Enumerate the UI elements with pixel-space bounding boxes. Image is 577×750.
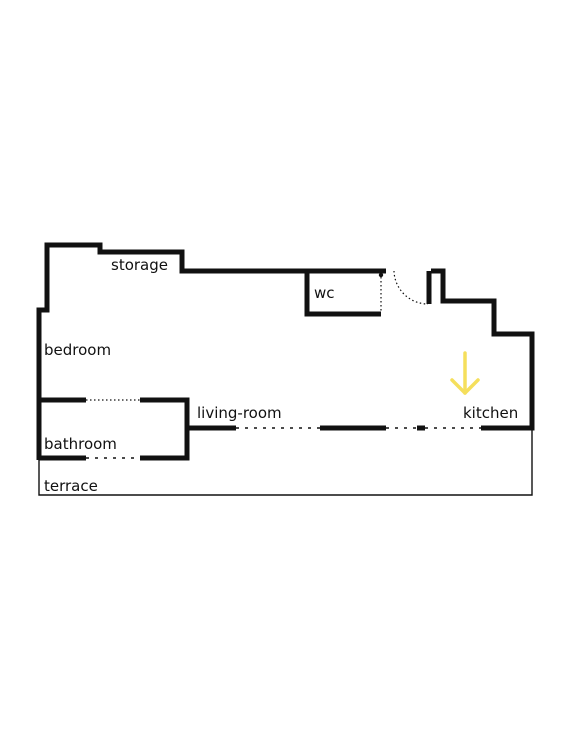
wc-wall	[304, 271, 381, 317]
room-label-kitchen: kitchen	[463, 404, 518, 422]
room-label-terrace: terrace	[44, 477, 98, 495]
room-label-storage: storage	[111, 256, 168, 274]
room-label-wc: wc	[314, 284, 335, 302]
door-swing-arc	[393, 270, 429, 305]
bathroom-wall-right	[140, 397, 190, 461]
wc-door-pivot	[378, 272, 384, 278]
terrace-outline	[38, 428, 533, 496]
room-label-living-room: living-room	[197, 404, 282, 422]
exterior-wall-east	[431, 268, 535, 431]
room-label-bathroom: bathroom	[44, 435, 117, 453]
exterior-wall-north-west	[36, 242, 386, 402]
arrow-down-icon	[450, 351, 480, 395]
room-label-bedroom: bedroom	[44, 341, 111, 359]
